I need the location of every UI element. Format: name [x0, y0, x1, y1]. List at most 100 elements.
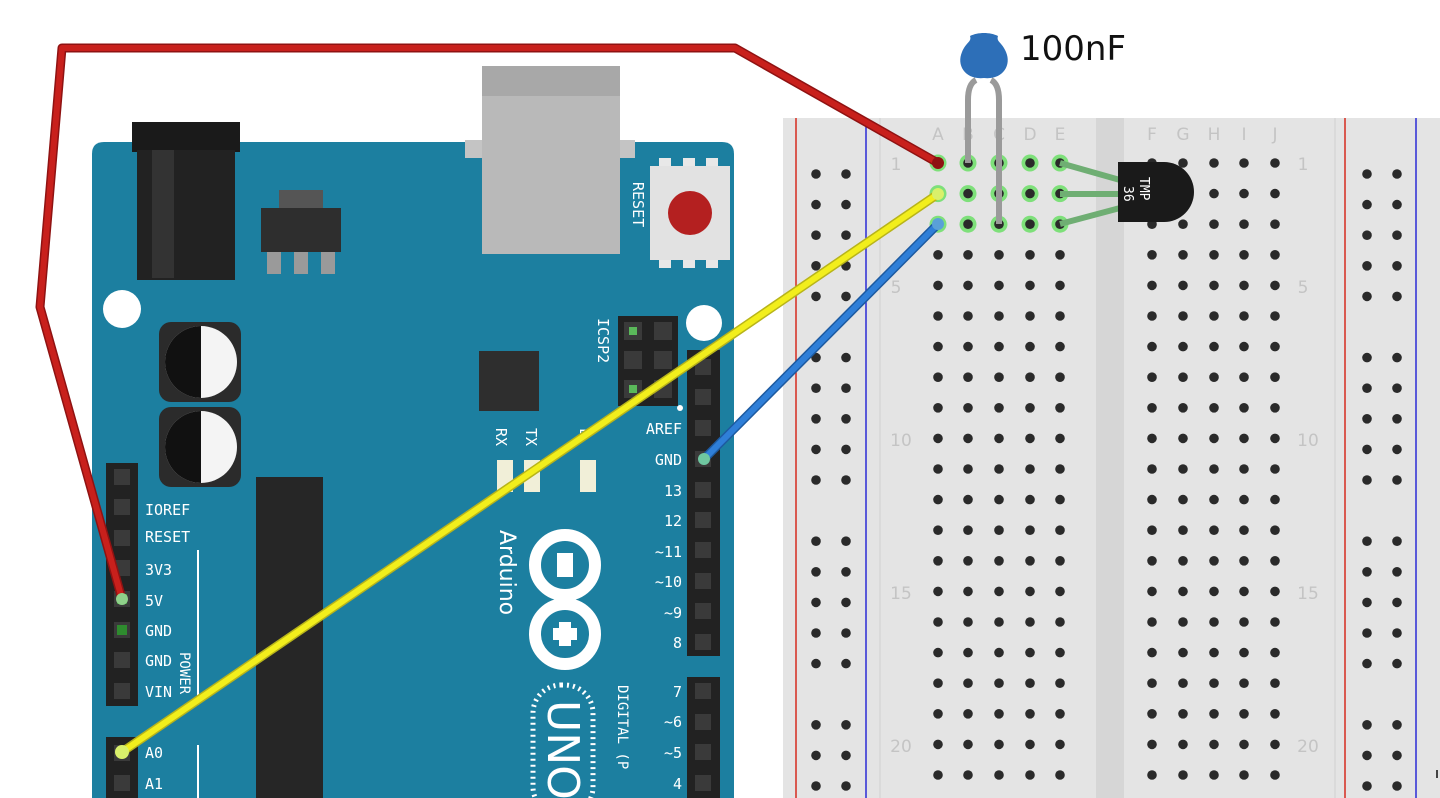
breadboard-hole [1239, 494, 1249, 505]
rail-hole [1362, 444, 1372, 455]
power-pin-socket-active [117, 625, 127, 635]
rail-hole [811, 628, 821, 638]
breadboard-hole [1025, 464, 1035, 474]
breadboard-hole [1270, 770, 1280, 780]
digital-pin-socket [695, 603, 711, 619]
breadboard-hole [1178, 739, 1188, 750]
reset-button[interactable] [650, 158, 730, 268]
digital-pin-socket [695, 775, 711, 791]
rail-hole [1392, 414, 1402, 424]
pin-label-a0: A0 [145, 744, 163, 762]
breadboard-hole [933, 250, 943, 260]
breadboard-hole [1025, 709, 1035, 719]
tx-label: TX [522, 428, 540, 446]
row-label-10-left: 10 [890, 431, 912, 451]
breadboard-hole [1025, 525, 1035, 535]
gnd-wire[interactable] [701, 221, 941, 462]
breadboard-hole [1055, 250, 1065, 260]
breadboard-hole [933, 586, 943, 597]
breadboard-hole [1147, 403, 1157, 413]
rail-hole [1392, 781, 1402, 791]
reset-button-cap[interactable] [668, 191, 712, 235]
breadboard-hole [1178, 219, 1188, 229]
breadboard-hole [963, 433, 973, 444]
breadboard-hole [1025, 647, 1035, 658]
pin-label-6: ~6 [664, 713, 682, 731]
breadboard-hole [1055, 709, 1065, 719]
breadboard-hole [994, 617, 1004, 627]
breadboard-hole [1270, 586, 1280, 597]
icsp-label: ICSP2 [594, 318, 612, 363]
breadboard-hole [1239, 709, 1249, 719]
digital-bottom-pin-labels: 7 ~6 ~5 4 [664, 683, 682, 793]
breadboard-hole [1147, 280, 1157, 291]
breadboard-hole [1178, 586, 1188, 597]
row-label-20-right: 20 [1297, 737, 1319, 757]
column-label-e: E [1055, 125, 1066, 145]
breadboard-hole [1178, 280, 1188, 291]
digital-pin-socket [695, 744, 711, 760]
breadboard-hole [994, 403, 1004, 413]
digital-pin-socket [695, 482, 711, 498]
rail-hole [841, 567, 851, 577]
breadboard-hole [1239, 586, 1249, 597]
breadboard-hole [1055, 617, 1065, 627]
sensor-leg-1 [1059, 160, 1121, 183]
breadboard-hole [933, 770, 943, 780]
breadboard-hole [994, 739, 1004, 750]
breadboard-hole [933, 464, 943, 474]
breadboard-hole [1239, 678, 1249, 688]
breadboard-hole [1270, 219, 1280, 229]
5v-wire[interactable] [37, 45, 941, 602]
power-pin-socket [114, 652, 130, 668]
breadboard-hole [1055, 647, 1065, 658]
column-label-g: G [1176, 125, 1189, 145]
breadboard-hole [1147, 372, 1157, 383]
digital-label: DIGITAL (P [614, 685, 630, 769]
pin-label-10: ~10 [655, 573, 682, 591]
breadboard-hole [1270, 403, 1280, 413]
rail-hole [841, 169, 851, 179]
digital-pin-socket [695, 683, 711, 699]
rail-hole [841, 352, 851, 363]
pin-label-13: 13 [664, 482, 682, 500]
breadboard-hole [1209, 586, 1219, 597]
digital-pin-socket [695, 420, 711, 436]
rail-hole [811, 536, 821, 546]
row-label-20-left: 20 [890, 737, 912, 757]
breadboard-hole [1178, 647, 1188, 658]
pin-socket-a1 [114, 775, 130, 791]
breadboard-hole [963, 464, 973, 474]
rail-hole [841, 230, 851, 240]
breadboard-hole [1209, 250, 1219, 260]
a0-signal-wire[interactable] [119, 191, 941, 755]
breadboard-hole [1178, 770, 1188, 780]
digital-bottom-pin-sockets [695, 683, 711, 791]
rail-hole [1392, 352, 1402, 363]
breadboard-hole [963, 647, 973, 658]
5v-pin-connection [116, 593, 128, 605]
breadboard-hole [1209, 709, 1219, 719]
breadboard-hole [1178, 372, 1188, 383]
breadboard-hole [1178, 341, 1188, 352]
pin-label-8: 8 [673, 634, 682, 652]
rail-hole [811, 444, 821, 455]
column-label-d: D [1023, 125, 1036, 145]
pin-label-aref: AREF [646, 420, 682, 438]
breadboard-hole [1239, 525, 1249, 535]
rail-hole [1362, 199, 1372, 210]
breadboard-hole [1270, 280, 1280, 291]
breadboard-hole [1270, 739, 1280, 750]
breadboard-hole [1025, 770, 1035, 780]
breadboard-hole [1147, 464, 1157, 474]
rail-hole [811, 720, 821, 730]
breadboard-hole [1270, 372, 1280, 383]
rail-hole [1392, 597, 1402, 608]
rail-hole [1392, 628, 1402, 638]
breadboard-hole [933, 556, 943, 566]
breadboard-hole [1209, 739, 1219, 750]
rail-hole [841, 199, 851, 210]
breadboard-hole [1178, 158, 1188, 168]
breadboard-hole [1209, 525, 1219, 535]
breadboard-hole [1147, 709, 1157, 719]
